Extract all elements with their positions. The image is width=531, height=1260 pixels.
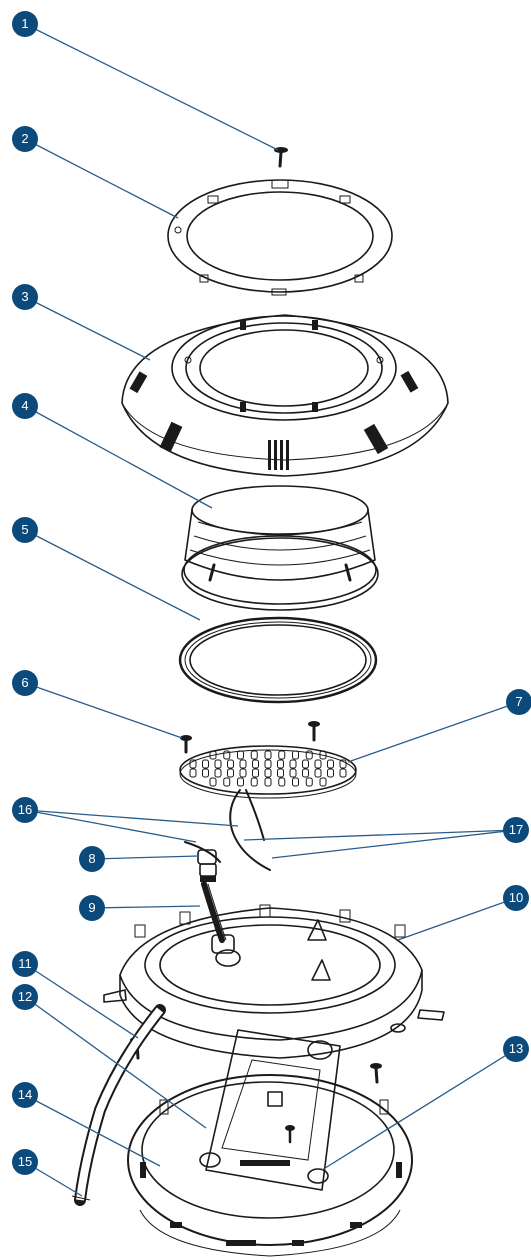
part-led-screws [180, 721, 320, 754]
part-bracket [199, 1029, 341, 1191]
callout-badge-3: 3 [12, 284, 38, 310]
leader-line [24, 1094, 161, 1167]
part-led-board [179, 745, 357, 799]
led-component [223, 777, 231, 787]
part-mounting-frame [103, 904, 445, 1059]
led-component [250, 777, 258, 787]
callout-badge-7: 7 [506, 689, 531, 715]
led-component [264, 777, 272, 787]
callout-badge-12: 12 [12, 984, 38, 1010]
led-component [202, 768, 209, 778]
led-component [237, 777, 244, 787]
part-cable [71, 1004, 166, 1206]
led-component [264, 759, 272, 769]
led-component [250, 750, 258, 760]
part-cable-gland [197, 849, 235, 954]
led-component [302, 759, 309, 769]
led-component [252, 759, 259, 769]
led-component [319, 777, 327, 787]
leader-line [24, 996, 207, 1129]
led-component [305, 750, 313, 760]
leader-line [24, 682, 183, 739]
callout-badge-9: 9 [79, 895, 105, 921]
led-component [214, 759, 222, 769]
led-component [223, 750, 231, 760]
leader-line [24, 296, 151, 361]
callout-badge-11: 11 [12, 951, 38, 977]
led-component [339, 768, 347, 778]
led-component [237, 750, 244, 760]
led-component [305, 777, 313, 787]
leader-line [24, 138, 179, 219]
led-component [264, 768, 272, 778]
led-component [327, 759, 334, 769]
led-component [289, 768, 297, 778]
part-trim-ring [167, 179, 393, 296]
led-component [189, 759, 197, 769]
callout-badge-13: 13 [503, 1036, 529, 1062]
part-lens [181, 485, 379, 611]
leader-line [91, 855, 199, 860]
led-component [292, 750, 299, 760]
callout-badge-5: 5 [12, 517, 38, 543]
led-component [314, 759, 322, 769]
leader-line [24, 809, 197, 843]
led-component [239, 768, 247, 778]
led-component [339, 759, 347, 769]
leader-line [24, 809, 239, 827]
led-component [189, 768, 197, 778]
led-component [264, 750, 272, 760]
led-component [319, 750, 327, 760]
led-component [227, 759, 234, 769]
part-screw-top [274, 147, 288, 168]
led-component [289, 759, 297, 769]
callout-badge-6: 6 [12, 670, 38, 696]
led-component [277, 768, 284, 778]
leader-line [24, 963, 139, 1039]
part-gasket [178, 616, 378, 704]
callout-badge-14: 14 [12, 1082, 38, 1108]
callout-badge-8: 8 [79, 846, 105, 872]
led-component [202, 759, 209, 769]
led-component [209, 777, 217, 787]
callout-badge-15: 15 [12, 1149, 38, 1175]
led-component [278, 750, 286, 760]
led-component [252, 768, 259, 778]
led-component [314, 768, 322, 778]
callout-badge-16: 16 [12, 797, 38, 823]
led-component [209, 750, 217, 760]
leader-line [271, 829, 517, 859]
leader-line [243, 829, 517, 841]
housing-vent [268, 440, 289, 470]
leader-line [24, 529, 201, 621]
led-component [277, 759, 284, 769]
leader-line [24, 405, 213, 509]
callout-badge-2: 2 [12, 126, 38, 152]
led-component [278, 777, 286, 787]
led-component [327, 768, 334, 778]
leader-line [91, 905, 201, 909]
leader-line [321, 1048, 517, 1171]
led-component [239, 759, 247, 769]
leader-line [397, 897, 517, 941]
callout-badge-10: 10 [503, 885, 529, 911]
callout-badge-1: 1 [12, 11, 38, 37]
leader-line [347, 701, 520, 763]
part-base-plate [127, 1074, 413, 1257]
led-component [292, 777, 299, 787]
leader-line [24, 23, 279, 151]
part-wires [184, 789, 271, 871]
callout-badge-4: 4 [12, 393, 38, 419]
led-component [302, 768, 309, 778]
led-component [227, 768, 234, 778]
callout-badge-17: 17 [503, 817, 529, 843]
led-component [214, 768, 222, 778]
part-cover-housing [121, 314, 449, 477]
